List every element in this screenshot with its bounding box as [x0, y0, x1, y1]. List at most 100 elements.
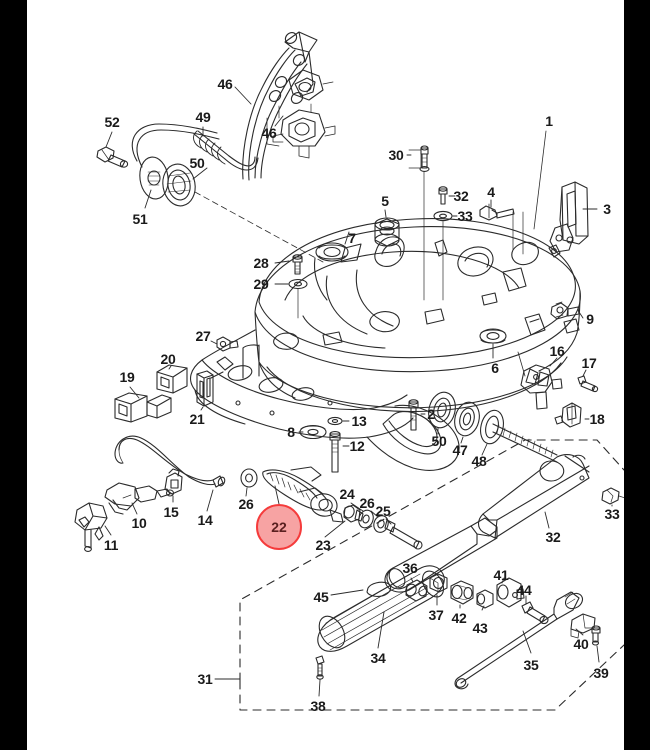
callout-27: 27 [195, 328, 211, 344]
callout-51: 51 [132, 211, 148, 227]
part-26-washer-left [240, 468, 258, 488]
part-37-nut [429, 573, 448, 593]
callout-50-lower: 50 [431, 433, 447, 449]
part-27-plug [216, 336, 239, 352]
callout-18: 18 [589, 411, 605, 427]
part-49-lanyard-cord [131, 123, 259, 171]
highlight-part-number: 22 [271, 519, 287, 535]
part-29-washer [288, 278, 308, 290]
callout-10: 10 [131, 515, 147, 531]
callout-40: 40 [573, 636, 589, 652]
callout-48: 48 [471, 453, 487, 469]
callout-1: 1 [545, 113, 553, 129]
part-8-washer [299, 424, 327, 440]
callout-19: 19 [119, 369, 135, 385]
part-40-clip [570, 613, 596, 639]
callout-49: 49 [195, 109, 211, 125]
callout-38: 38 [310, 698, 326, 714]
callout-35: 35 [523, 657, 539, 673]
callout-29: 29 [253, 276, 269, 292]
part-45-plate [366, 581, 392, 597]
callout-5: 5 [381, 193, 389, 209]
callout-33-right: 33 [604, 506, 620, 522]
callout-41: 41 [493, 567, 509, 583]
part-38-screw [315, 655, 325, 680]
callout-6: 6 [491, 360, 499, 376]
callout-7: 7 [348, 230, 356, 246]
callout-42: 42 [451, 610, 467, 626]
part-34-throttle-grip [317, 565, 445, 652]
part-5-bushing [374, 217, 400, 247]
callout-14: 14 [197, 512, 213, 528]
callout-44: 44 [516, 582, 532, 598]
callout-23: 23 [315, 537, 331, 553]
part-12-bolt [329, 431, 341, 473]
part-14-hose [114, 435, 226, 488]
callout-45: 45 [313, 589, 329, 605]
callout-43: 43 [472, 620, 488, 636]
callout-13: 13 [351, 413, 367, 429]
callout-9: 9 [586, 311, 594, 327]
part-35-rod [454, 591, 584, 690]
callout-34: 34 [370, 650, 386, 666]
part-47-bearing [454, 401, 480, 437]
callout-33: 33 [457, 208, 473, 224]
callout-36: 36 [402, 560, 418, 576]
letterbox-right [624, 0, 650, 750]
part-1-bottom-cowling [189, 218, 581, 471]
callout-8: 8 [287, 424, 295, 440]
part-46-cables [242, 31, 336, 181]
part-22-lever [262, 466, 344, 523]
diagram-canvas: 1 2 3 4 5 6 7 8 9 10 11 12 13 14 15 16 1… [27, 0, 624, 750]
callout-30: 30 [388, 147, 404, 163]
callout-46-left: 46 [217, 76, 233, 92]
part-32-bolt [438, 186, 448, 205]
part-25-bolt [384, 519, 423, 550]
part-30-bolt [408, 145, 430, 172]
callout-16: 16 [549, 343, 565, 359]
part-48-bearing [480, 409, 504, 445]
part-7-grommet [315, 242, 349, 262]
part-50-bearing [428, 391, 456, 429]
part-41-fitting [496, 577, 525, 608]
callout-46-right: 46 [261, 125, 277, 141]
callout-24: 24 [339, 486, 355, 502]
part-16-holder [520, 364, 563, 410]
callout-20: 20 [160, 351, 176, 367]
callout-37: 37 [428, 607, 444, 623]
parts-drawing [74, 31, 624, 711]
part-21-connector [196, 370, 214, 407]
letterbox-left [0, 0, 27, 750]
part-42-bushing [450, 580, 474, 605]
part-18-clip [554, 402, 582, 428]
part-24-washer [358, 509, 374, 529]
part-52-screw [96, 146, 129, 168]
callout-15: 15 [163, 504, 179, 520]
part-9-fitting [550, 301, 580, 320]
part-39-screw [591, 625, 601, 646]
part-33b-clip [601, 487, 624, 505]
part-28-bolt [292, 254, 303, 275]
part-4-bolt [479, 203, 515, 221]
callout-11: 11 [103, 537, 119, 553]
callout-31: 31 [197, 671, 213, 687]
part-17-screw [577, 375, 599, 393]
callout-21: 21 [189, 411, 205, 427]
part-10-fuel-connector [104, 482, 175, 515]
callout-4: 4 [487, 184, 495, 200]
part-31-dashed-boundary [239, 439, 624, 711]
callout-26-left: 26 [238, 496, 254, 512]
part-43-washer [476, 589, 494, 609]
part-20-connector [156, 364, 188, 394]
part-2-bolt [408, 399, 419, 431]
part-33-washer [433, 210, 453, 222]
part-50-coil-stop [162, 163, 196, 207]
callout-28: 28 [253, 255, 269, 271]
part-3-side-cover [548, 181, 589, 258]
callout-32-upper: 32 [453, 188, 469, 204]
callout-26-right: 26 [359, 495, 375, 511]
callout-17: 17 [581, 355, 597, 371]
highlight-circle-part-22[interactable] [256, 504, 302, 550]
part-11-fitting [74, 502, 108, 552]
